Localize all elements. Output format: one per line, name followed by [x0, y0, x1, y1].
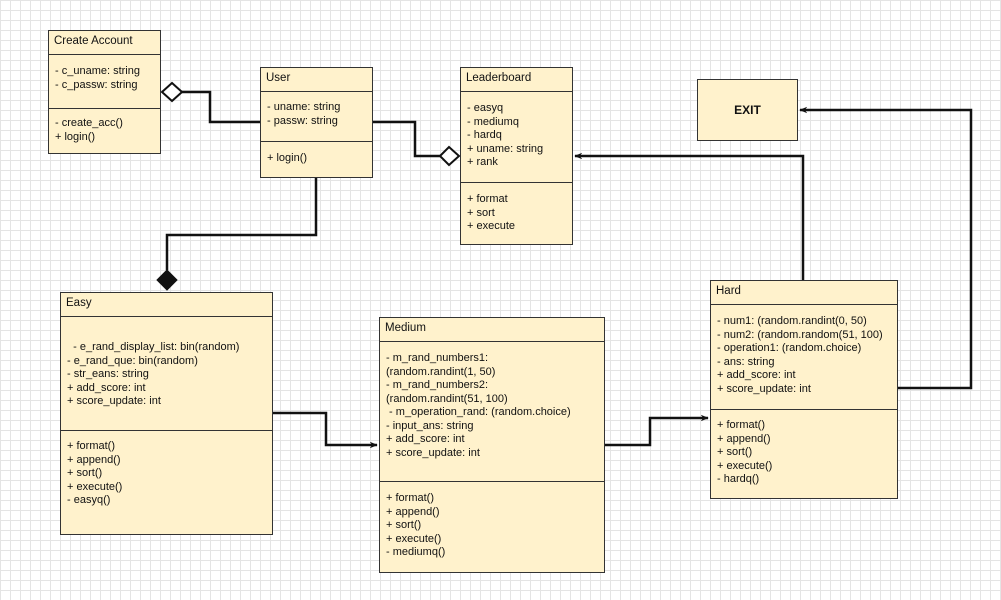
attribute: + uname: string — [467, 142, 544, 155]
attribute: - mediumq — [467, 115, 519, 128]
attribute: - m_rand_numbers2: — [386, 379, 489, 391]
hard-class[interactable]: Hard - num1: (random.randint(0, 50) - nu… — [710, 280, 898, 499]
method: - hardq() — [717, 473, 760, 485]
medium-class-title: Medium — [380, 318, 604, 342]
hard-attributes: - num1: (random.randint(0, 50) - num2: (… — [711, 305, 897, 410]
leaderboard-attributes: - easyq - mediumq - hardq + uname: strin… — [461, 92, 572, 183]
attribute: + score_update: int — [717, 382, 811, 395]
user-methods: + login() — [261, 142, 372, 179]
hard-methods: + format() + append() + sort() + execute… — [711, 410, 897, 500]
method: + format() — [386, 492, 434, 504]
method: + sort() — [386, 519, 422, 531]
attribute: - input_ans: string — [386, 419, 474, 432]
method: - easyq() — [67, 494, 111, 506]
method: + execute() — [386, 532, 442, 545]
attribute: - e_rand_display_list: bin(random) — [67, 341, 240, 353]
attribute: + score_update: int — [386, 446, 480, 459]
method: + execute() — [717, 459, 773, 472]
arrow-medium-hard — [605, 414, 709, 447]
medium-class[interactable]: Medium - m_rand_numbers1: (random.randin… — [379, 317, 605, 573]
attribute: + add_score: int — [67, 381, 146, 394]
easy-class-title: Easy — [61, 293, 272, 317]
attribute: + rank — [467, 156, 498, 168]
medium-attributes: - m_rand_numbers1: (random.randint(1, 50… — [380, 342, 604, 482]
exit-box[interactable]: EXIT — [697, 79, 798, 141]
medium-methods: + format() + append() + sort() + execute… — [380, 482, 604, 574]
exit-label: EXIT — [734, 103, 761, 117]
method: + format() — [67, 440, 115, 452]
attribute: - m_operation_rand: (random.choice) — [386, 406, 571, 418]
composition-diamond-easy — [156, 269, 178, 291]
arrow-hard-exit — [799, 106, 973, 390]
method: + login() — [55, 130, 96, 143]
attribute: - operation1: (random.choice) — [717, 342, 862, 354]
attribute: - e_rand_que: bin(random) — [67, 354, 198, 367]
attribute: - hardq — [467, 129, 502, 141]
attribute: - c_passw: string — [55, 78, 138, 91]
attribute: + add_score: int — [717, 369, 796, 381]
easy-methods: + format() + append() + sort() + execute… — [61, 431, 272, 536]
attribute: - passw: string — [267, 114, 338, 127]
easy-attributes: - e_rand_display_list: bin(random) - e_r… — [61, 317, 272, 431]
attribute: - num2: (random.random(51, 100) — [717, 328, 883, 341]
attribute: - uname: string — [267, 101, 341, 113]
method: + execute() — [67, 480, 123, 493]
attribute: - c_uname: string — [55, 65, 140, 77]
method: + login() — [267, 152, 308, 164]
attribute: + add_score: int — [386, 433, 465, 445]
easy-class[interactable]: Easy - e_rand_display_list: bin(random) … — [60, 292, 273, 535]
method: - mediumq() — [386, 546, 446, 558]
leaderboard-class[interactable]: Leaderboard - easyq - mediumq - hardq + … — [460, 67, 573, 245]
method: + sort — [467, 206, 495, 219]
aggregation-diamond-createaccount — [160, 81, 184, 103]
leaderboard-class-title: Leaderboard — [461, 68, 572, 92]
create-account-methods: - create_acc()+ login() — [49, 109, 160, 155]
method: + append() — [386, 505, 440, 518]
leaderboard-methods: + format + sort + execute — [461, 183, 572, 246]
arrow-easy-medium — [273, 411, 378, 449]
create-account-class[interactable]: Create Account - c_uname: string - c_pas… — [48, 30, 161, 154]
create-account-class-title: Create Account — [49, 31, 160, 55]
method: + execute — [467, 220, 516, 232]
aggregation-user-leaderboard — [373, 120, 440, 158]
method: + append() — [717, 432, 771, 445]
method: + format() — [717, 419, 765, 431]
user-attributes: - uname: string - passw: string — [261, 92, 372, 142]
method: + append() — [67, 453, 121, 466]
method: + format — [467, 193, 508, 205]
attribute: - m_rand_numbers1: — [386, 352, 489, 364]
user-class[interactable]: User - uname: string - passw: string + l… — [260, 67, 373, 178]
method: + sort() — [717, 446, 753, 458]
attribute: - num1: (random.randint(0, 50) — [717, 315, 867, 327]
attribute: (random.randint(1, 50) — [386, 365, 496, 378]
hard-class-title: Hard — [711, 281, 897, 305]
attribute: + score_update: int — [67, 395, 161, 407]
arrow-hard-leaderboard — [574, 152, 805, 280]
aggregation-createaccount-user — [182, 90, 260, 124]
attribute: - ans: string — [717, 355, 775, 368]
attribute: - str_eans: string — [67, 368, 149, 380]
user-class-title: User — [261, 68, 372, 92]
attribute: (random.randint(51, 100) — [386, 392, 508, 405]
attribute: - easyq — [467, 102, 504, 114]
method: + sort() — [67, 467, 103, 479]
composition-user-easy — [165, 178, 318, 270]
method: - create_acc() — [55, 117, 123, 129]
create-account-attributes: - c_uname: string - c_passw: string — [49, 55, 160, 109]
aggregation-diamond-leaderboard — [438, 145, 461, 167]
